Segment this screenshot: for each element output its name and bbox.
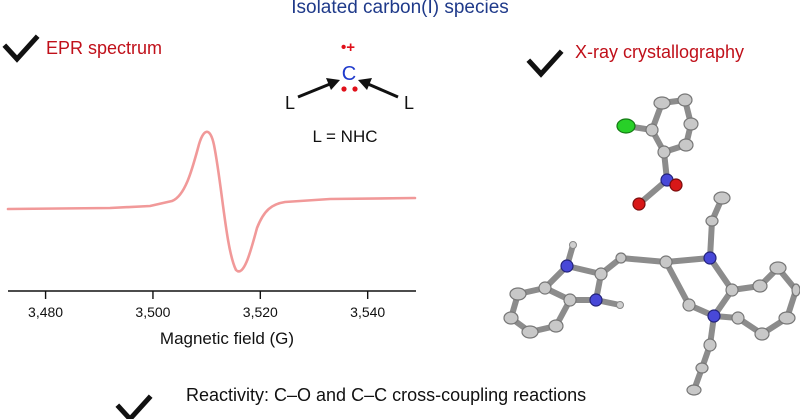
dative-arrowhead-right [358, 78, 372, 90]
lone-pair-dot [352, 86, 358, 92]
epr-label: EPR spectrum [46, 38, 162, 58]
ligand-left: L [285, 93, 295, 113]
radical-cation-label: •+ [341, 39, 355, 56]
figure-title: Isolated carbon(I) species [291, 0, 509, 18]
xray-crystal-structure [503, 93, 800, 396]
ligand-definition: L = NHC [312, 127, 377, 146]
epr-tick-label: 3,500 [135, 304, 170, 320]
epr-spectrum-trace [6, 130, 417, 273]
dative-arrowhead-left [326, 78, 340, 90]
epr-tick-label: 3,540 [350, 304, 385, 320]
check-icon [526, 49, 564, 78]
carbon-one-structure: •+ C L L L = NHC [285, 39, 414, 146]
check-icon [2, 34, 40, 63]
reactivity-label: Reactivity: C–O and C–C cross-coupling r… [186, 385, 586, 405]
xray-label: X-ray crystallography [575, 42, 744, 62]
ligand-right: L [404, 93, 414, 113]
epr-chart: 3,480 3,500 3,520 3,540 Magnetic field (G) [6, 130, 417, 348]
lone-pair-dot [341, 86, 347, 92]
epr-ticks: 3,480 3,500 3,520 3,540 [28, 291, 385, 320]
check-icon [115, 394, 153, 419]
dative-bond-left [297, 82, 331, 99]
epr-axis-title: Magnetic field (G) [160, 329, 294, 348]
carbon-center: C [342, 63, 356, 85]
epr-tick-label: 3,480 [28, 304, 63, 320]
dative-bond-right [367, 82, 399, 99]
epr-tick-label: 3,520 [243, 304, 278, 320]
